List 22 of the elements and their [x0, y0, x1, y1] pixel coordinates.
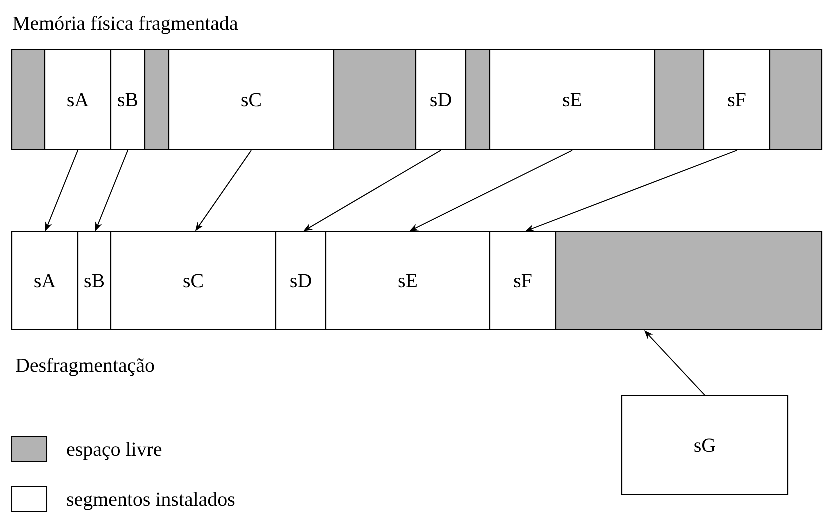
caption: Desfragmentação [16, 358, 154, 376]
free-space-block [144, 49, 170, 151]
legend-label: espaço livre [67, 442, 162, 460]
segment-box: sF [703, 49, 771, 151]
free-space-block [769, 49, 823, 151]
segment-box: sE [489, 49, 656, 151]
segment-box: sD [415, 49, 467, 151]
free-space-block [654, 49, 705, 151]
segment-box: sD [275, 231, 327, 331]
free-space-block [465, 49, 491, 151]
segment-box: sF [489, 231, 557, 331]
free-space-block [555, 231, 823, 331]
title: Memória física fragmentada [13, 16, 238, 34]
segment-box: sB [77, 231, 112, 331]
free-space-block [333, 49, 417, 151]
segment-box: sA [11, 231, 79, 331]
free-space-block [11, 49, 46, 151]
legend-label: segmentos instalados [67, 492, 235, 510]
segment-box: sB [110, 49, 146, 151]
segment-box: sC [168, 49, 335, 151]
segment-box: sG [621, 395, 789, 496]
segment-box: sA [44, 49, 112, 151]
